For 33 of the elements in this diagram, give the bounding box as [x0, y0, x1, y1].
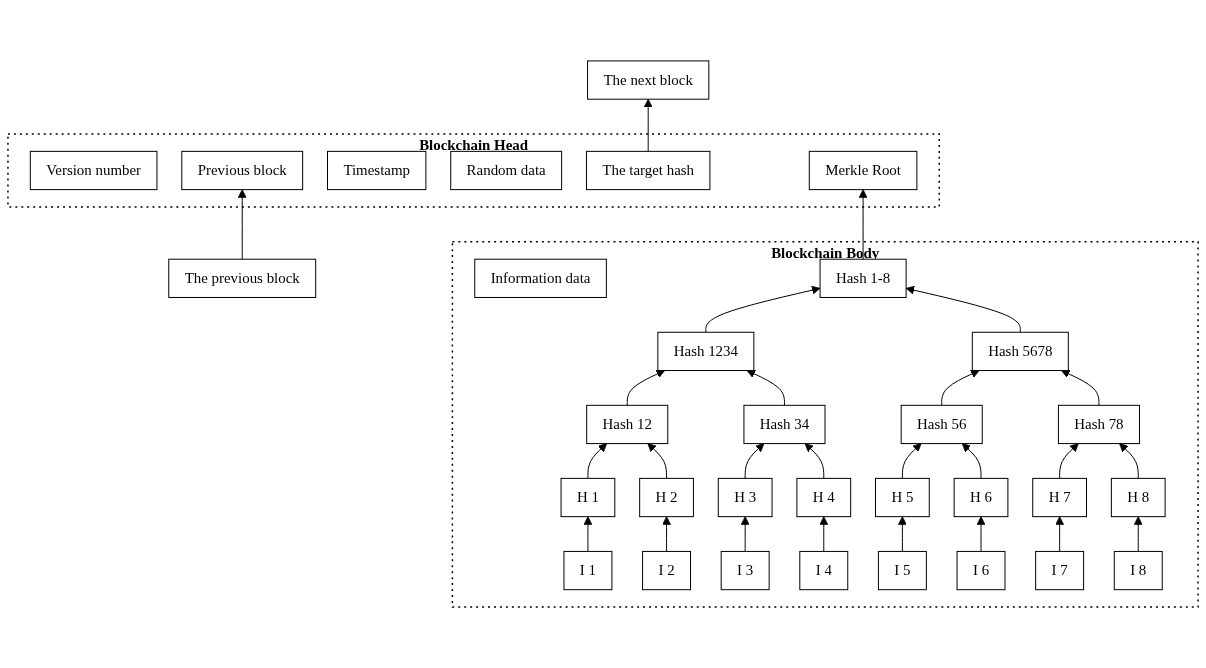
node-box: H 5: [875, 477, 930, 518]
node-box: I 1: [563, 550, 613, 591]
node-box: The next block: [587, 60, 710, 100]
node-box: I 7: [1035, 550, 1085, 591]
node-box: Merkle Root: [808, 150, 918, 191]
node-box: H 1: [560, 477, 616, 518]
node-box: I 2: [642, 550, 692, 591]
node-box: Hash 56: [900, 404, 983, 445]
node-box: Hash 1234: [657, 331, 755, 372]
node-box: Random data: [450, 150, 563, 191]
node-box: Hash 34: [743, 404, 826, 445]
node-box: H 4: [796, 477, 852, 518]
node-box: Information data: [474, 258, 607, 298]
node-box: Timestamp: [327, 150, 427, 191]
node-box: I 6: [956, 550, 1006, 591]
node-box: I 3: [720, 550, 770, 591]
node-box: H 6: [953, 477, 1009, 518]
node-box: Hash 5678: [971, 331, 1069, 372]
arrow: [744, 443, 765, 479]
node-box: Hash 78: [1057, 404, 1140, 445]
node-box: Version number: [29, 150, 158, 191]
node-box: Hash 12: [586, 404, 669, 445]
node-box: The previous block: [168, 258, 317, 298]
node-box: I 8: [1113, 550, 1163, 591]
node-box: I 4: [799, 550, 849, 591]
node-box: Previous block: [181, 150, 304, 191]
node-box: I 5: [877, 550, 927, 591]
node-box: H 2: [639, 477, 694, 518]
node-box: The target hash: [585, 150, 711, 191]
node-box: H 8: [1110, 477, 1166, 518]
node-box: H 7: [1032, 477, 1087, 518]
node-box: H 3: [717, 477, 773, 518]
node-box: Hash 1-8: [819, 258, 907, 298]
